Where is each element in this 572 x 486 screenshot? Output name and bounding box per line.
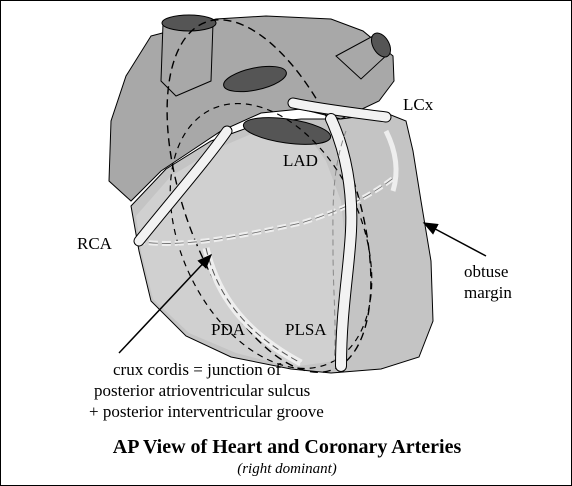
- figure-title: AP View of Heart and Coronary Arteries: [113, 436, 462, 458]
- plsa-artery: [332, 130, 347, 362]
- lcx-artery-fill: [288, 98, 391, 122]
- obtuse-margin-arrow: [422, 222, 487, 257]
- aortic-root-opening: [242, 117, 332, 145]
- label-pda: PDA: [211, 320, 246, 339]
- label-plsa: PLSA: [285, 320, 327, 339]
- label-crux-2: posterior atrioventricular sulcus: [94, 381, 310, 400]
- label-obtuse-1: obtuse: [464, 262, 508, 281]
- label-lcx: LCx: [403, 95, 434, 114]
- lad-artery-fill: [326, 114, 357, 371]
- pulmonary-trunk-opening: [223, 65, 287, 93]
- aorta-opening: [161, 14, 217, 32]
- label-obtuse-2: margin: [464, 283, 512, 302]
- figure-subtitle: (right dominant): [237, 461, 337, 477]
- crux-arrow: [118, 253, 213, 354]
- label-crux-3: + posterior interventricular groove: [89, 402, 324, 421]
- label-crux-1: crux cordis = junction of: [113, 360, 282, 379]
- posterior-av-groove-outline: [135, 175, 397, 244]
- obtuse-marginal-branch: [383, 129, 399, 192]
- label-lad: LAD: [283, 151, 318, 170]
- pulmonary-vein-opening: [371, 32, 391, 58]
- rca-artery-fill: [134, 126, 232, 246]
- label-rca: RCA: [77, 234, 113, 253]
